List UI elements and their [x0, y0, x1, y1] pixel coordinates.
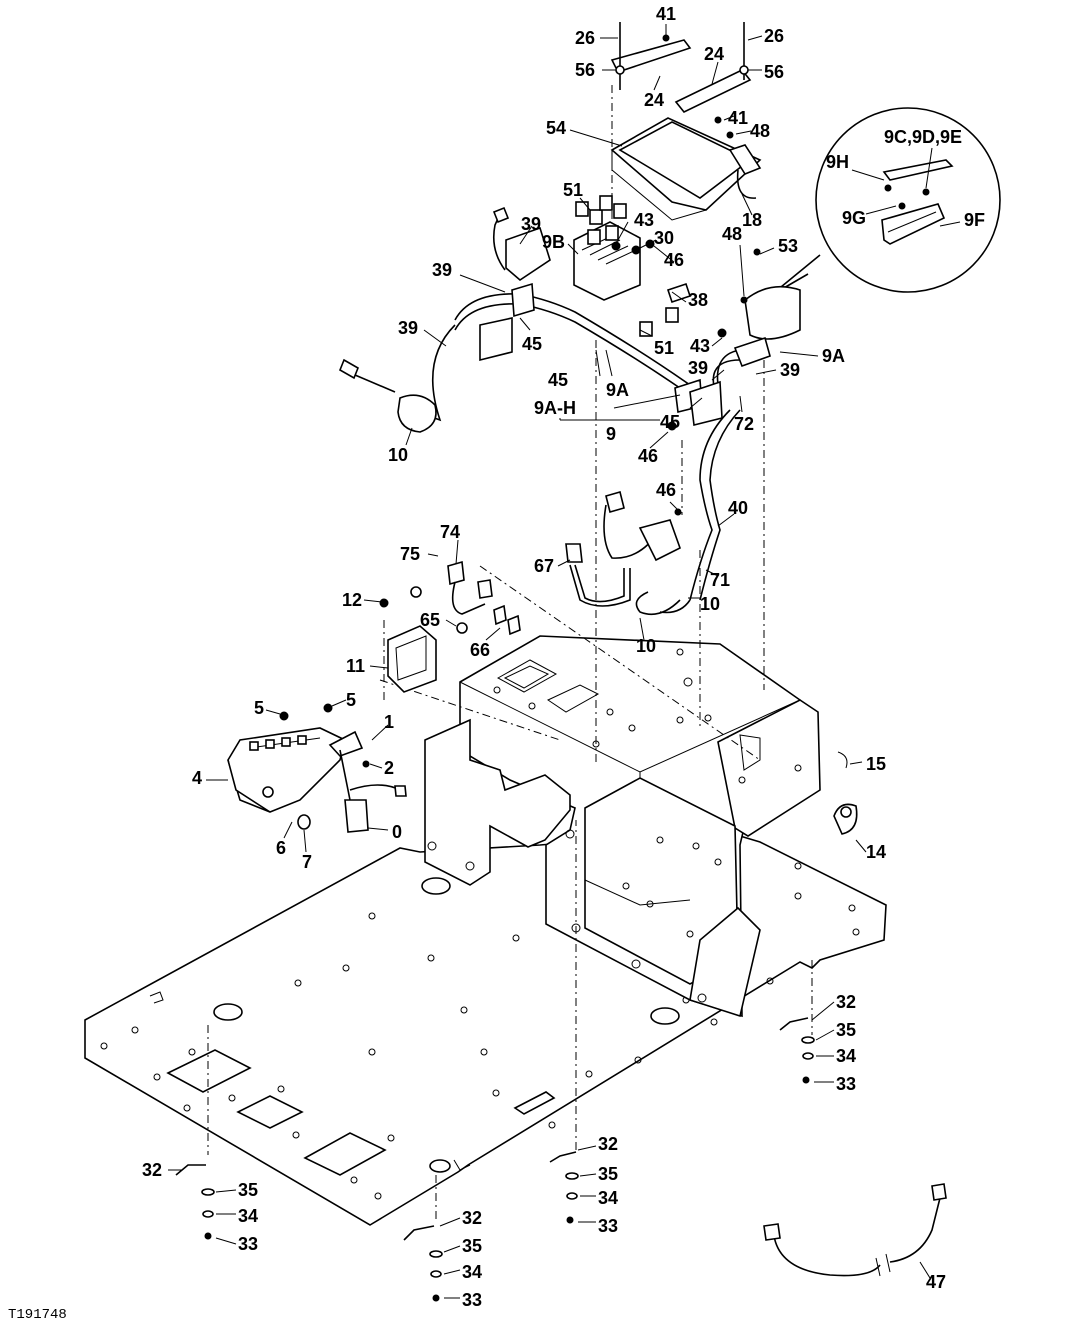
callout-35: 35 — [238, 1180, 258, 1200]
callout-41: 41 — [728, 108, 748, 128]
callout-35: 35 — [462, 1236, 482, 1256]
callout-35: 35 — [836, 1020, 856, 1040]
callout-9b: 9B — [542, 232, 565, 252]
callout-9: 9 — [606, 424, 616, 444]
callout-9a: 9A — [606, 380, 629, 400]
callout-32: 32 — [598, 1134, 618, 1154]
callout-34: 34 — [836, 1046, 856, 1066]
callout-10: 10 — [700, 594, 720, 614]
callout-14: 14 — [866, 842, 886, 862]
callout-53: 53 — [778, 236, 798, 256]
callout-5: 5 — [254, 698, 264, 718]
callout-32: 32 — [142, 1160, 162, 1180]
callout-45: 45 — [522, 334, 542, 354]
callout-45: 45 — [660, 412, 680, 432]
callout-74: 74 — [440, 522, 460, 542]
mounting-hardware — [175, 1017, 815, 1302]
callout-40: 40 — [728, 498, 748, 518]
callout-9g: 9G — [842, 208, 866, 228]
callout-9a: 9A — [822, 346, 845, 366]
callout-45: 45 — [548, 370, 568, 390]
wiring-harness — [338, 195, 801, 616]
callout-7: 7 — [302, 852, 312, 872]
callout-10: 10 — [636, 636, 656, 656]
callout-15: 15 — [866, 754, 886, 774]
callout-47: 47 — [926, 1272, 946, 1292]
callout-43: 43 — [690, 336, 710, 356]
leader-lines — [168, 24, 961, 1299]
callout-9f: 9F — [964, 210, 985, 230]
callout-26: 26 — [764, 26, 784, 46]
callout-34: 34 — [238, 1206, 258, 1226]
callout-10: 10 — [388, 445, 408, 465]
callout-9h: 9H — [826, 152, 849, 172]
callout-46: 46 — [656, 480, 676, 500]
callout-65: 65 — [420, 610, 440, 630]
callout-9a-h: 9A-H — [534, 398, 576, 418]
callout-75: 75 — [400, 544, 420, 564]
callout-54: 54 — [546, 118, 566, 138]
callout-38: 38 — [688, 290, 708, 310]
callout-24: 24 — [704, 44, 724, 64]
callout-39: 39 — [688, 358, 708, 378]
callout-11: 11 — [346, 656, 365, 676]
figure-id: T191748 — [8, 1307, 67, 1323]
callout-33: 33 — [238, 1234, 258, 1254]
detail-circle — [769, 107, 1001, 297]
console-frame — [424, 635, 821, 1018]
callout-41: 41 — [656, 4, 676, 24]
callout-0: 0 — [392, 822, 402, 842]
callout-2: 2 — [384, 758, 394, 778]
callout-33: 33 — [598, 1216, 618, 1236]
callout-51: 51 — [563, 180, 583, 200]
callout-46: 46 — [638, 446, 658, 466]
callout-12: 12 — [342, 590, 362, 610]
callout-5: 5 — [346, 690, 356, 710]
callout-33: 33 — [836, 1074, 856, 1094]
harness-47 — [763, 1183, 947, 1277]
callout-39: 39 — [432, 260, 452, 280]
callout-30: 30 — [654, 228, 674, 248]
callout-32: 32 — [462, 1208, 482, 1228]
callout-51: 51 — [654, 338, 674, 358]
controller-unit — [610, 22, 762, 221]
callout-32: 32 — [836, 992, 856, 1012]
callout-9c-9d-9e: 9C,9D,9E — [884, 127, 962, 147]
callout-34: 34 — [462, 1262, 482, 1282]
callout-39: 39 — [398, 318, 418, 338]
callout-4: 4 — [192, 768, 202, 788]
callout-43: 43 — [634, 210, 654, 230]
callout-71: 71 — [710, 570, 730, 590]
misc-components — [379, 560, 858, 835]
callout-67: 67 — [534, 556, 554, 576]
callout-6: 6 — [276, 838, 286, 858]
callout-48: 48 — [750, 121, 770, 141]
callout-18: 18 — [742, 210, 762, 230]
callout-35: 35 — [598, 1164, 618, 1184]
callout-48: 48 — [722, 224, 742, 244]
callout-56: 56 — [575, 60, 595, 80]
callout-labels: 41 26 26 56 56 24 24 41 54 48 18 9C,9D,9… — [8, 4, 985, 1323]
callout-46: 46 — [664, 250, 684, 270]
callout-39: 39 — [780, 360, 800, 380]
callout-72: 72 — [734, 414, 754, 434]
callout-56: 56 — [764, 62, 784, 82]
callout-33: 33 — [462, 1290, 482, 1310]
callout-39: 39 — [521, 214, 541, 234]
callout-26: 26 — [575, 28, 595, 48]
callout-34: 34 — [598, 1188, 618, 1208]
callout-66: 66 — [470, 640, 490, 660]
callout-24: 24 — [644, 90, 664, 110]
callout-1: 1 — [384, 712, 394, 732]
switch-panel — [227, 703, 407, 833]
